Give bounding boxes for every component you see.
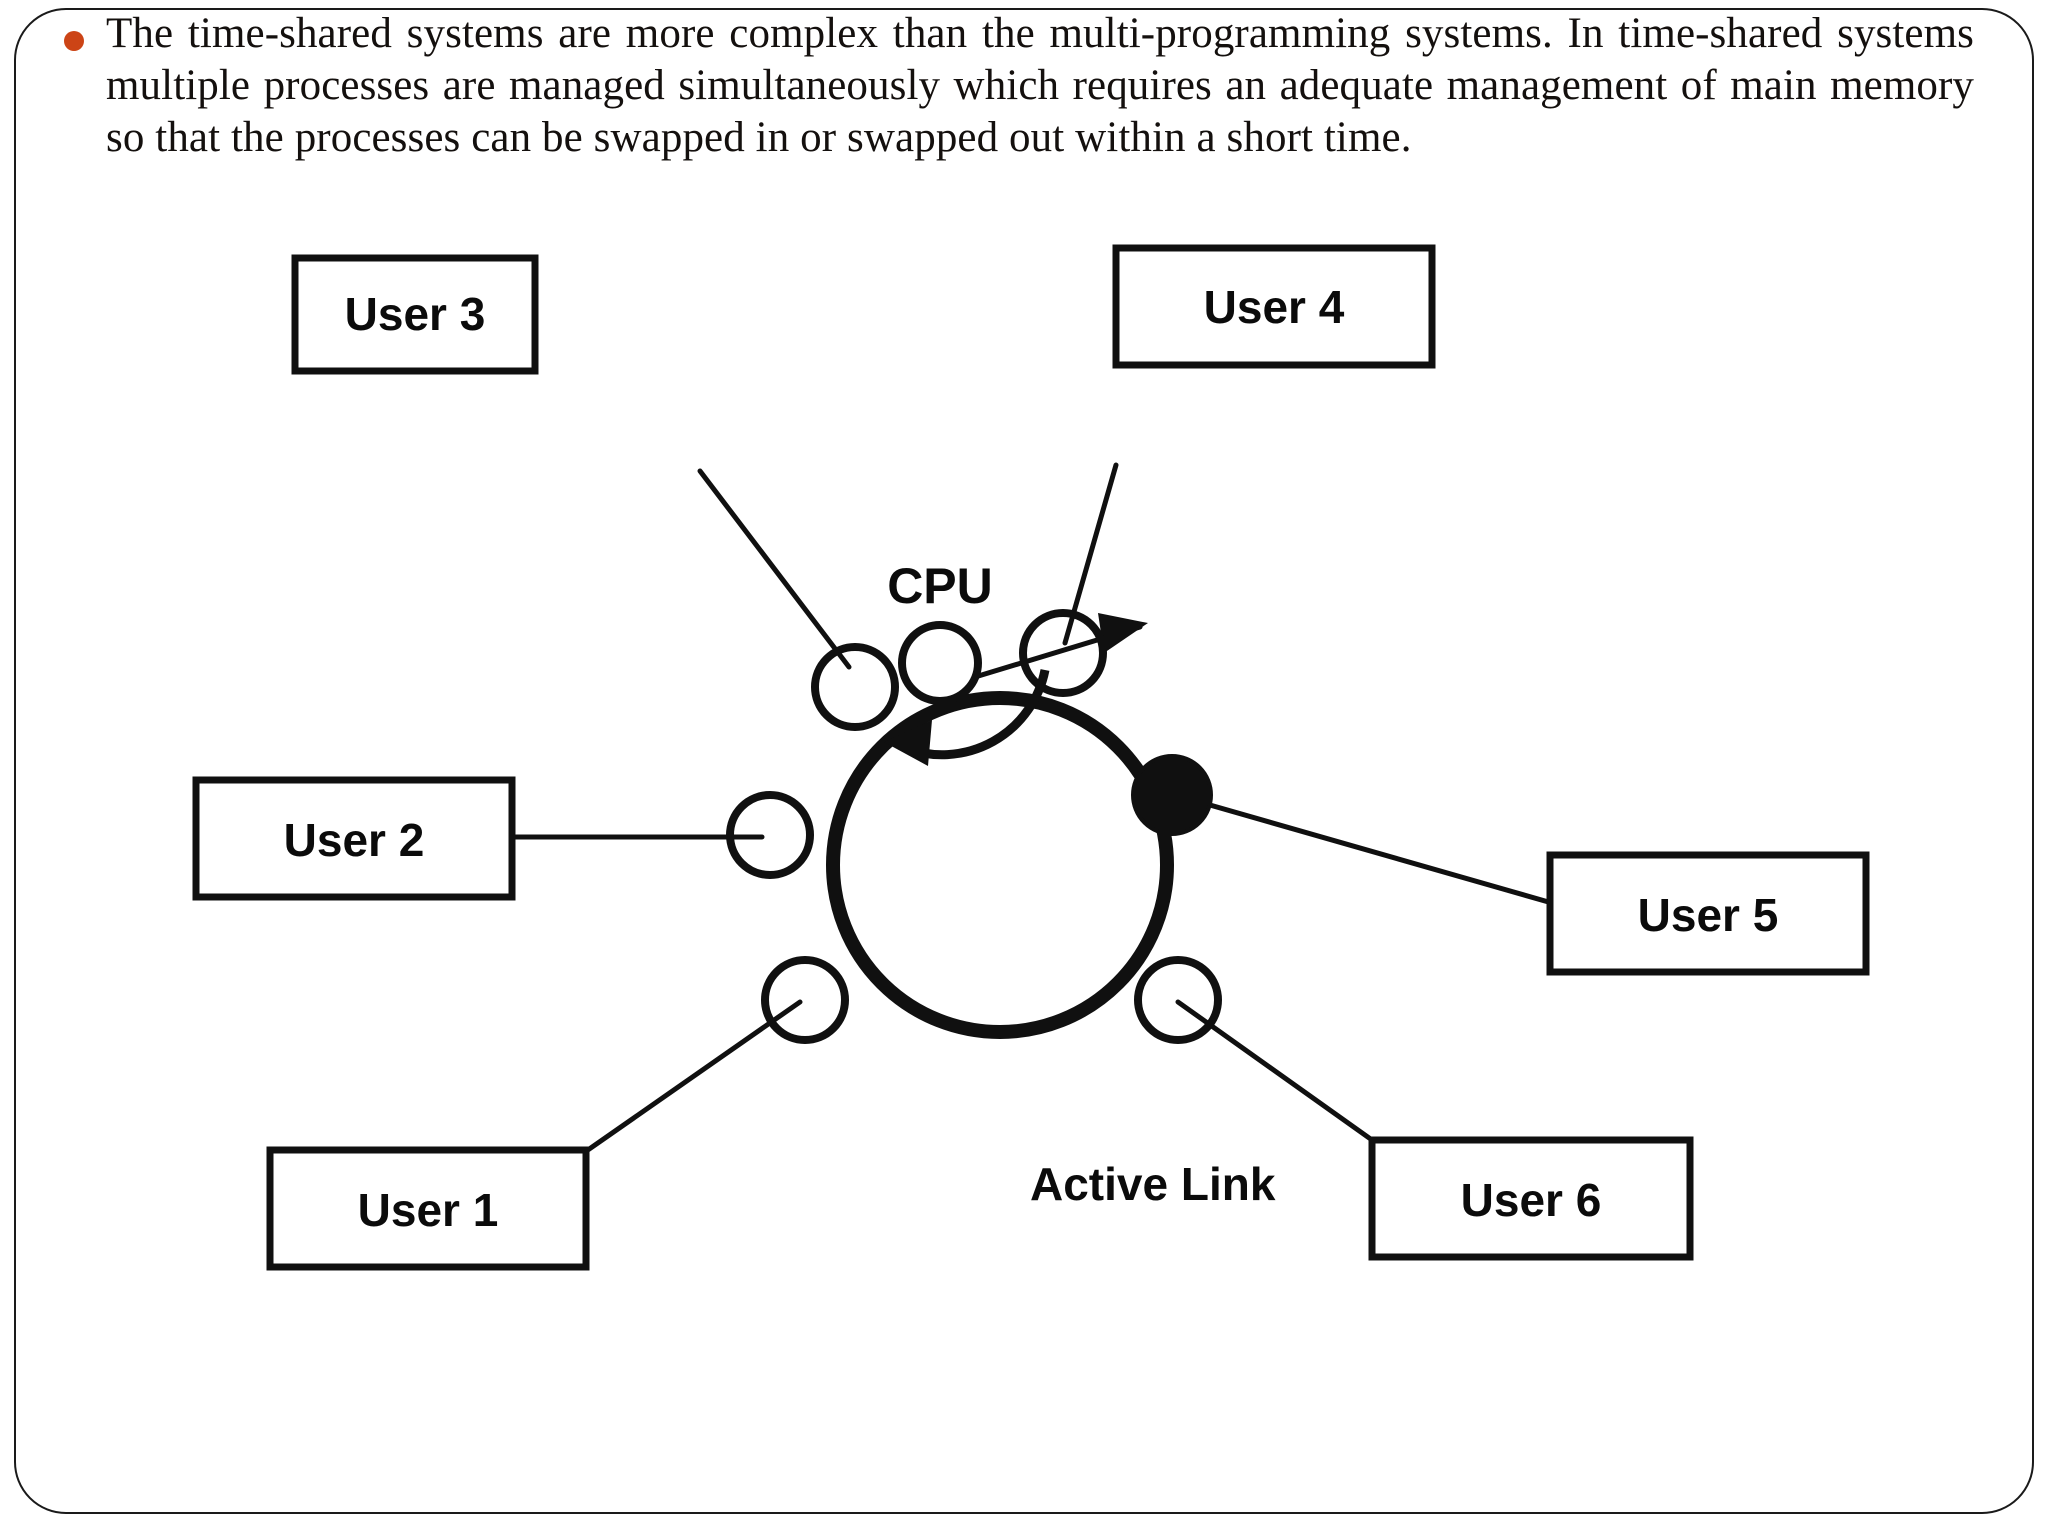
user-box-label: User 4 <box>1204 281 1345 333</box>
active-link-annotation: Active Link <box>1030 1158 1276 1210</box>
rotation-arrow-head-icon <box>884 720 932 766</box>
user-box-user2[interactable]: User 2 <box>192 776 516 901</box>
port-user1 <box>761 956 849 1044</box>
user-box-label: User 6 <box>1461 1174 1602 1226</box>
ring-network-diagram: CPU User 3 User 4 <box>0 215 2048 1315</box>
bullet-paragraph: The time-shared systems are more complex… <box>64 8 1974 164</box>
active-link-node <box>1131 754 1213 836</box>
user-box-label: User 1 <box>358 1184 499 1236</box>
ring-bus <box>826 691 1174 1039</box>
user-box-label: User 2 <box>284 814 425 866</box>
link-line-user5 <box>1172 792 1555 906</box>
user-box-user1[interactable]: User 1 <box>266 1146 590 1271</box>
link-line-user1 <box>582 999 803 1155</box>
port-user6 <box>1134 956 1222 1044</box>
user-box-user4[interactable]: User 4 <box>1112 244 1436 369</box>
bullet-marker-icon <box>64 31 84 51</box>
user-box-label: User 3 <box>345 288 486 340</box>
user-box-user6[interactable]: User 6 <box>1368 1136 1694 1261</box>
bullet-text: The time-shared systems are more complex… <box>106 10 1974 161</box>
user-box-label: User 5 <box>1638 889 1779 941</box>
port-user2 <box>726 791 814 879</box>
port-user4 <box>1019 609 1107 697</box>
cpu-core-circle <box>898 621 982 705</box>
cpu-arrow-head-icon <box>1098 613 1148 653</box>
link-line-user3 <box>697 468 852 670</box>
cpu-label: CPU <box>887 558 993 614</box>
user-box-user3[interactable]: User 3 <box>291 254 539 375</box>
rotation-arc <box>903 669 1050 760</box>
user-box-user5[interactable]: User 5 <box>1546 851 1870 976</box>
port-user3 <box>811 643 899 731</box>
